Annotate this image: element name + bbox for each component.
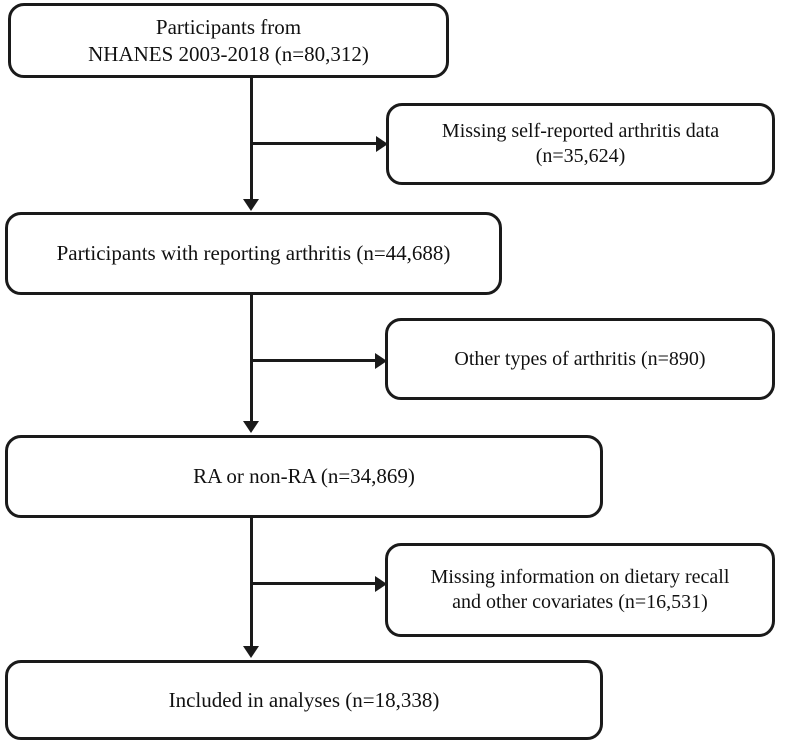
- arrowhead-ra-to-included: [243, 646, 259, 658]
- node-missing-dietary-covariates: Missing information on dietary recall an…: [385, 543, 775, 637]
- node-ra-or-non-ra: RA or non-RA (n=34,869): [5, 435, 603, 518]
- node-reporting-arthritis: Participants with reporting arthritis (n…: [5, 212, 502, 295]
- node-reporting-arthritis-label: Participants with reporting arthritis (n…: [56, 241, 451, 266]
- arrowhead-reporting-to-other-arthritis: [375, 353, 387, 369]
- connector-ra-to-missing-dietary: [250, 582, 380, 585]
- node-ra-or-non-ra-label: RA or non-RA (n=34,869): [193, 464, 415, 489]
- arrowhead-source-to-reporting: [243, 199, 259, 211]
- node-missing-dietary-covariates-label: Missing information on dietary recall an…: [430, 566, 730, 613]
- node-other-arthritis-types: Other types of arthritis (n=890): [385, 318, 775, 400]
- connector-source-to-missing-arthritis: [250, 142, 381, 145]
- arrowhead-reporting-to-ra: [243, 421, 259, 433]
- node-missing-arthritis-data-label: Missing self-reported arthritis data (n=…: [441, 120, 720, 167]
- node-participants-source-label: Participants from NHANES 2003-2018 (n=80…: [88, 15, 369, 66]
- node-other-arthritis-types-label: Other types of arthritis (n=890): [454, 347, 706, 370]
- arrowhead-source-to-missing-arthritis: [376, 136, 388, 152]
- node-missing-arthritis-data: Missing self-reported arthritis data (n=…: [386, 103, 775, 185]
- node-included-in-analyses-label: Included in analyses (n=18,338): [168, 687, 440, 712]
- connector-reporting-to-other-arthritis: [250, 359, 380, 362]
- connector-source-to-reporting: [250, 78, 253, 203]
- arrowhead-ra-to-missing-dietary: [375, 576, 387, 592]
- node-participants-source: Participants from NHANES 2003-2018 (n=80…: [8, 3, 449, 78]
- node-included-in-analyses: Included in analyses (n=18,338): [5, 660, 603, 740]
